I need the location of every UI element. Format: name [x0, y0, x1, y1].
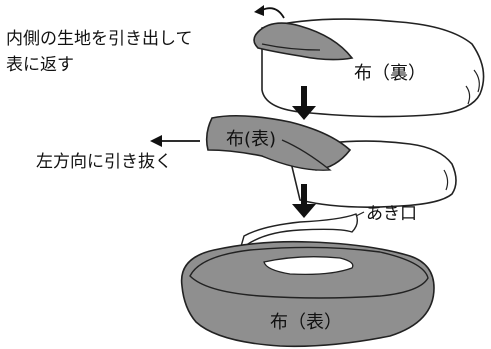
step3-opening-flap	[238, 213, 359, 253]
down-arrow-2	[292, 184, 316, 218]
step3-leader-line	[355, 211, 365, 217]
step3-illustration	[180, 211, 435, 348]
down-arrow-1	[292, 86, 316, 120]
step2-illustration	[150, 114, 457, 208]
step2-twist	[261, 139, 332, 171]
step2-instruction: 左方向に引き抜く	[36, 152, 172, 172]
step1-illustration	[253, 5, 485, 118]
step3-center-hole	[263, 256, 354, 276]
step3-fabric-label: 布（表）	[270, 312, 342, 333]
step1-fold-line	[261, 43, 321, 51]
step2-fabric-label: 布(表)	[226, 129, 276, 150]
step1-wrinkle	[473, 69, 480, 93]
step2-left-arrowhead	[150, 135, 162, 147]
step1-wrinkle	[465, 85, 471, 105]
step1-pull-arrowhead	[254, 5, 264, 16]
step2-wrinkle	[443, 169, 449, 191]
step1-pull-arrow	[261, 7, 285, 19]
step1-inner-fabric	[253, 22, 354, 61]
step3-opening-label: あき口	[366, 204, 417, 224]
step1-instruction-line1: 内側の生地を引き出して	[6, 29, 193, 49]
step1-fabric-label: 布（裏）	[354, 63, 426, 84]
step1-instruction-line2: 表に返す	[6, 55, 74, 75]
